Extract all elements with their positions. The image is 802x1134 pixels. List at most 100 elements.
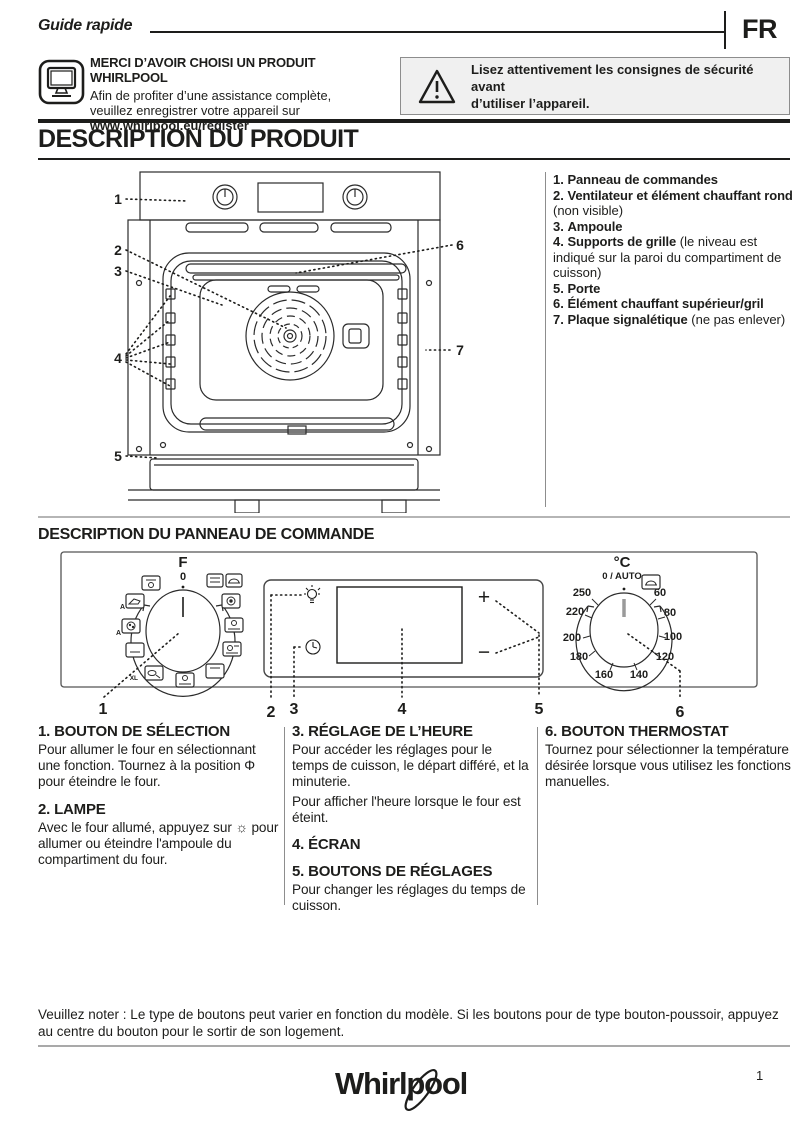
whirlpool-logo: Whirlpool — [335, 1066, 468, 1112]
legend-body: Avec le four allumé, appuyez sur ☼ pour … — [38, 819, 279, 868]
thermostat-bulb-housing — [342, 323, 370, 349]
oven-diagram: 1 2 3 4 5 6 7 — [114, 171, 464, 513]
svg-text:0 / AUTO: 0 / AUTO — [602, 571, 642, 582]
function-icons — [121, 573, 244, 688]
fan-icon — [221, 593, 241, 609]
legend-heading: 3. RÉGLAGE DE L’HEURE — [292, 723, 473, 740]
oven-knob-right — [342, 184, 368, 210]
legend-heading: 2. LAMPE — [38, 800, 106, 818]
fan — [245, 291, 335, 381]
language-code: FR — [742, 14, 778, 44]
section-rule-thin — [38, 158, 790, 160]
panel-callout-5: 5 — [535, 701, 544, 718]
auto-a-label: A — [116, 630, 121, 637]
legend-body: Pour afficher l'heure lorsque le four es… — [292, 793, 521, 825]
plus-button: + — [478, 586, 490, 609]
register-heading: MERCI D’AVOIR CHOISI UN PRODUIT WHIRLPOO… — [90, 55, 316, 85]
list-item: 7. Plaque signalétique (ne pas enlever) — [553, 311, 786, 327]
auto-a-label: A — [120, 604, 125, 611]
list-item: 6. Élément chauffant supérieur/gril — [553, 296, 764, 311]
header-tick — [724, 11, 726, 49]
page-number: 1 — [756, 1068, 764, 1083]
column-rule — [537, 727, 538, 905]
panel-callout-6: 6 — [676, 704, 685, 719]
shelf-supports — [165, 288, 408, 390]
section-rule-thick — [38, 119, 790, 123]
svg-text:250: 250 — [573, 587, 591, 599]
legend-column-1: 1. BOUTON DE SÉLECTION Pour allumer le f… — [38, 723, 280, 868]
header-rule — [150, 31, 726, 33]
list-item: 4. Supports de grille (le niveau est ind… — [553, 234, 782, 280]
bread-icon — [125, 593, 145, 609]
thermostat-knob: °C 0 / AUTO 250 220 200 180 160 140 120 … — [563, 554, 682, 692]
list-item: 2. Ventilateur et élément chauffant rond… — [553, 187, 793, 219]
svg-text:200: 200 — [563, 632, 581, 644]
grill-element — [185, 263, 407, 281]
grill-fan-icon — [141, 575, 161, 591]
panel-callout-3: 3 — [290, 701, 299, 718]
legend-body: Pour changer les réglages du temps de cu… — [292, 882, 526, 914]
panel-callout-1: 1 — [99, 701, 108, 718]
legend-column-2: 3. RÉGLAGE DE L’HEURE Pour accéder les r… — [292, 723, 532, 914]
oven-cavity — [162, 252, 411, 433]
oven-body — [127, 219, 441, 456]
guide-title: Guide rapide — [38, 17, 133, 34]
legend-body: Tournez pour sélectionner la température… — [545, 742, 791, 790]
oven-callout-5: 5 — [114, 448, 122, 464]
legend-body: Pour accéder les réglages pour le temps … — [292, 742, 529, 790]
oven-door — [128, 458, 440, 513]
oven-callout-4: 4 — [114, 350, 122, 366]
legend-heading: 1. BOUTON DE SÉLECTION — [38, 723, 231, 740]
svg-text:60: 60 — [654, 587, 666, 599]
display-module — [263, 579, 544, 678]
turbo-grill-icon — [144, 665, 164, 681]
back-panel — [199, 279, 384, 401]
warning-text: Lisez attentivement les consignes de séc… — [471, 61, 754, 111]
oven-control-strip — [139, 171, 441, 221]
safety-warning-box: Lisez attentivement les consignes de séc… — [400, 57, 790, 115]
thermostat-keep-warm-icon — [641, 574, 661, 590]
warning-triangle-icon — [418, 69, 456, 103]
display-screen — [336, 586, 463, 664]
oven-callout-3: 3 — [114, 263, 122, 279]
minus-button: − — [478, 641, 490, 664]
clock-icon — [305, 639, 321, 655]
panel-callout-4: 4 — [398, 701, 407, 718]
svg-text:120: 120 — [656, 651, 674, 663]
list-item: 3. Ampoule — [553, 218, 623, 234]
register-line1: Afin de profiter d’une assistance complè… — [90, 88, 332, 103]
eco-forced-air-icon — [222, 641, 242, 657]
control-panel-diagram: F 0 A A XL + − °C 0 / AUTO — [60, 551, 758, 719]
oven-callout-2: 2 — [114, 242, 122, 258]
product-list-rule — [545, 172, 546, 507]
svg-text:Whirlpool: Whirlpool — [335, 1066, 467, 1101]
svg-text:140: 140 — [630, 669, 648, 681]
svg-text:100: 100 — [664, 631, 682, 643]
list-item: 5. Porte — [553, 280, 601, 296]
svg-text:220: 220 — [566, 606, 584, 618]
register-line2: veuillez enregistrer votre appareil sur — [90, 103, 300, 118]
svg-text:F: F — [178, 554, 187, 571]
svg-text:160: 160 — [595, 669, 613, 681]
footer-note: Veuillez noter : Le type de boutons peut… — [38, 1007, 779, 1039]
oven-display — [257, 182, 324, 213]
list-item: 1. Panneau de commandes — [553, 172, 718, 187]
legend-heading: 4. ÉCRAN — [292, 836, 361, 854]
svg-text:°C: °C — [614, 554, 631, 571]
svg-text:80: 80 — [664, 607, 676, 619]
oven-callout-6: 6 — [456, 237, 464, 253]
legend-heading: 6. BOUTON THERMOSTAT — [545, 723, 729, 740]
lamp-icon — [304, 585, 321, 604]
oven-callout-1: 1 — [114, 191, 122, 207]
product-parts-list: 1. Panneau de commandes 2. Ventilateur e… — [553, 172, 793, 327]
light-rule — [38, 516, 790, 518]
bottom-heat-icon — [125, 642, 145, 658]
legend-column-3: 6. BOUTON THERMOSTAT Tournez pour sélect… — [545, 723, 793, 791]
fan-bottom-icon — [175, 672, 195, 688]
product-section-title: DESCRIPTION DU PRODUIT — [38, 125, 359, 153]
legend-body: Pour allumer le four en sélectionnant un… — [38, 742, 256, 790]
panel-callout-2: 2 — [267, 704, 276, 719]
legend-heading: 5. BOUTONS DE RÉGLAGES — [292, 863, 493, 881]
xl-label: XL — [130, 675, 138, 682]
